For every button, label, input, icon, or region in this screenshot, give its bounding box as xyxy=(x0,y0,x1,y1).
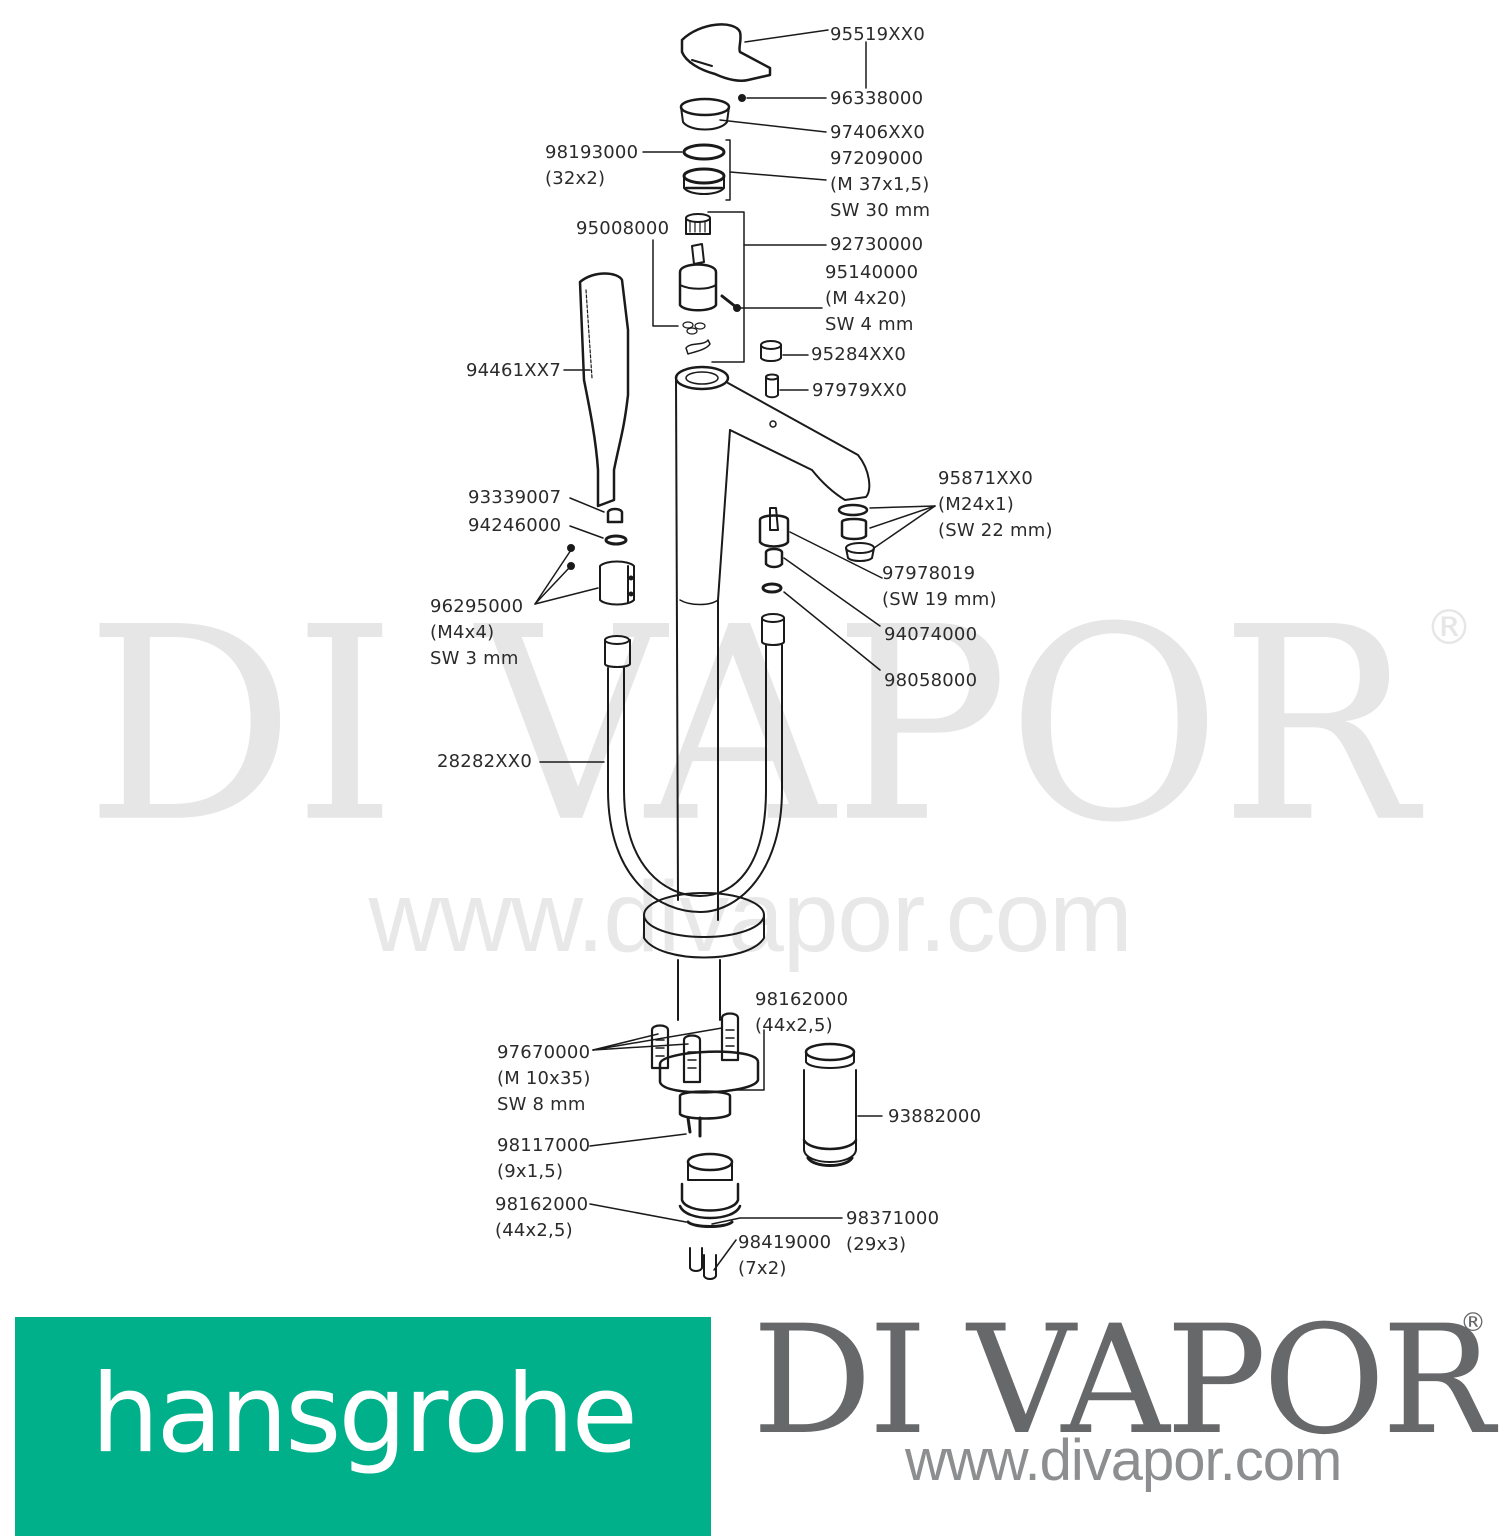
part-label-95284xx0: 95284XX0 xyxy=(811,342,906,368)
part-number: 98162000 xyxy=(755,989,849,1010)
watermark-registered-mark: ® xyxy=(1425,600,1473,656)
part-number: 94461XX7 xyxy=(466,360,561,381)
part-label-98162000-lower: 98162000 (44x2,5) xyxy=(495,1192,588,1244)
divapor-url: www.divapor.com xyxy=(905,1428,1342,1493)
part-number: 97978019 xyxy=(882,563,976,584)
part-label-95519xx0: 95519XX0 xyxy=(830,22,925,48)
part-spec: (M 37x1,5) xyxy=(830,174,930,195)
part-number: 28282XX0 xyxy=(437,751,532,772)
part-label-28282xx0: 28282XX0 xyxy=(437,749,532,775)
part-label-94246000: 94246000 xyxy=(468,513,561,539)
part-number: 97406XX0 xyxy=(830,122,925,143)
part-number: 97979XX0 xyxy=(812,380,907,401)
part-label-95008000: 95008000 xyxy=(576,216,669,242)
part-label-98162000-upper: 98162000 (44x2,5) xyxy=(755,987,848,1039)
part-number: 98162000 xyxy=(495,1194,589,1215)
part-label-98058000: 98058000 xyxy=(884,668,977,694)
part-label-96338000: 96338000 xyxy=(830,86,923,112)
part-number: 95871XX0 xyxy=(938,468,1033,489)
part-number: 94246000 xyxy=(468,515,562,536)
hansgrohe-logo: hansgrohe xyxy=(15,1317,711,1536)
part-label-97406xx0: 97406XX0 xyxy=(830,120,925,146)
extension-part xyxy=(802,1042,883,1167)
part-label-93339007: 93339007 xyxy=(468,485,561,511)
exploded-view-drawing xyxy=(534,23,936,1280)
part-spec: (M 10x35) xyxy=(497,1068,591,1089)
part-spec: (29x3) xyxy=(846,1234,907,1255)
part-label-97978019: 97978019 (SW 19 mm) xyxy=(882,561,997,613)
watermark-url: www.divapor.com xyxy=(368,861,1132,973)
part-number: 93339007 xyxy=(468,487,562,508)
hand-shower-part xyxy=(563,272,630,508)
part-spec: SW 8 mm xyxy=(497,1094,586,1115)
part-label-98419000: 98419000 (7x2) xyxy=(738,1230,831,1282)
part-spec: (32x2) xyxy=(545,168,606,189)
part-spec: SW 4 mm xyxy=(825,314,914,335)
part-spec: (9x1,5) xyxy=(497,1161,564,1182)
part-label-94074000: 94074000 xyxy=(884,622,977,648)
part-label-97670000: 97670000 (M 10x35) SW 8 mm xyxy=(497,1040,591,1118)
part-number: 98058000 xyxy=(884,670,978,691)
part-number: 95284XX0 xyxy=(811,344,906,365)
part-spec: SW 3 mm xyxy=(430,648,519,669)
part-label-96295000: 96295000 (M4x4) SW 3 mm xyxy=(430,594,523,672)
part-label-92730000: 92730000 xyxy=(830,232,923,258)
part-spec: (44x2,5) xyxy=(495,1220,573,1241)
part-number: 97209000 xyxy=(830,148,924,169)
part-spec: (M 4x20) xyxy=(825,288,907,309)
divapor-registered-mark: ® xyxy=(1460,1308,1486,1338)
part-label-95140000: 95140000 (M 4x20) SW 4 mm xyxy=(825,260,918,338)
lever-handle-part xyxy=(680,23,867,89)
lower-connector-part xyxy=(589,1152,843,1280)
part-number: 98117000 xyxy=(497,1135,591,1156)
part-spec: (SW 19 mm) xyxy=(882,589,997,610)
part-number: 96295000 xyxy=(430,596,524,617)
part-label-94461xx7: 94461XX7 xyxy=(466,358,561,384)
part-spec: (44x2,5) xyxy=(755,1015,833,1036)
part-label-98117000: 98117000 (9x1,5) xyxy=(497,1133,590,1185)
hansgrohe-logo-text: hansgrohe xyxy=(91,1352,638,1477)
part-number: 97670000 xyxy=(497,1042,591,1063)
part-label-93882000: 93882000 xyxy=(888,1104,981,1130)
part-number: 96338000 xyxy=(830,88,924,109)
part-number: 98371000 xyxy=(846,1208,940,1229)
part-number: 95519XX0 xyxy=(830,24,925,45)
mixer-body-part xyxy=(674,365,871,921)
watermark-brand: DI VAPOR xyxy=(85,569,1417,882)
part-spec: (M24x1) xyxy=(938,494,1014,515)
part-label-97979xx0: 97979XX0 xyxy=(812,378,907,404)
part-spec: SW 30 mm xyxy=(830,200,931,221)
part-spec: (SW 22 mm) xyxy=(938,520,1053,541)
divapor-logo-brand: DI VAPOR xyxy=(752,1294,1495,1468)
part-label-97209000: 97209000 (M 37x1,5) SW 30 mm xyxy=(830,146,930,224)
hose-part xyxy=(539,613,785,913)
part-label-95871xx0: 95871XX0 (M24x1) (SW 22 mm) xyxy=(938,466,1053,544)
part-number: 98419000 xyxy=(738,1232,832,1253)
part-number: 92730000 xyxy=(830,234,924,255)
part-number: 94074000 xyxy=(884,624,978,645)
part-number: 93882000 xyxy=(888,1106,982,1127)
part-label-98193000: 98193000 (32x2) xyxy=(545,140,638,192)
part-spec: (7x2) xyxy=(738,1258,787,1279)
part-number: 98193000 xyxy=(545,142,639,163)
parts-diagram: DI VAPOR ® www.divapor.com xyxy=(15,22,1495,1536)
part-number: 95008000 xyxy=(576,218,670,239)
part-spec: (M4x4) xyxy=(430,622,495,643)
mounting-flange-part xyxy=(589,1012,765,1147)
part-label-98371000: 98371000 (29x3) xyxy=(846,1206,939,1258)
part-number: 95140000 xyxy=(825,262,919,283)
